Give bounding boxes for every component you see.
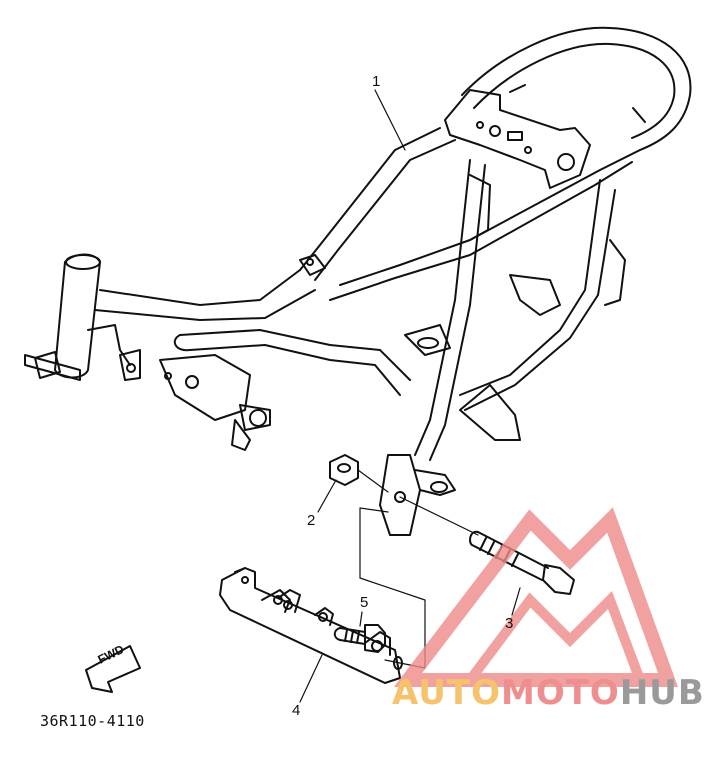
callout-1: 1: [372, 73, 381, 90]
callout-2: 2: [307, 512, 316, 529]
lower-cradle: [179, 329, 411, 381]
watermark-auto: AUTO: [392, 673, 501, 713]
seat-post-tube: [414, 159, 471, 456]
watermark-moto: MOTO: [500, 673, 620, 713]
main-tube-upper: [299, 127, 441, 271]
nut-part-2: [329, 454, 359, 486]
callout-3: 3: [505, 615, 514, 632]
leader-5: [359, 611, 363, 627]
leader-2: [317, 479, 337, 513]
automotohub-logo-icon: [393, 507, 678, 687]
seat-bracket: [444, 89, 591, 189]
pivot-bracket: [379, 454, 421, 536]
steering-head: [54, 253, 101, 379]
assembly-box: [359, 507, 426, 669]
watermark-brand: AUTOMOTOHUB: [392, 676, 705, 710]
leader-3: [511, 587, 521, 616]
drawing-code: 36R110-4110: [40, 712, 145, 730]
bolt-part-5: [333, 624, 386, 653]
assembly-line-nut: [357, 469, 389, 493]
callout-4: 4: [292, 702, 301, 719]
rear-grab-rail: [461, 26, 692, 151]
callout-5: 5: [360, 594, 369, 611]
assembly-line-bolt: [399, 496, 479, 536]
fwd-arrow-icon: [85, 645, 141, 693]
front-down-tube: [99, 269, 301, 306]
rear-side-tube: [459, 179, 601, 396]
watermark-hub: HUB: [619, 673, 705, 713]
leader-1: [374, 89, 406, 151]
leader-4: [299, 654, 323, 703]
engine-mount-plate: [159, 354, 251, 421]
